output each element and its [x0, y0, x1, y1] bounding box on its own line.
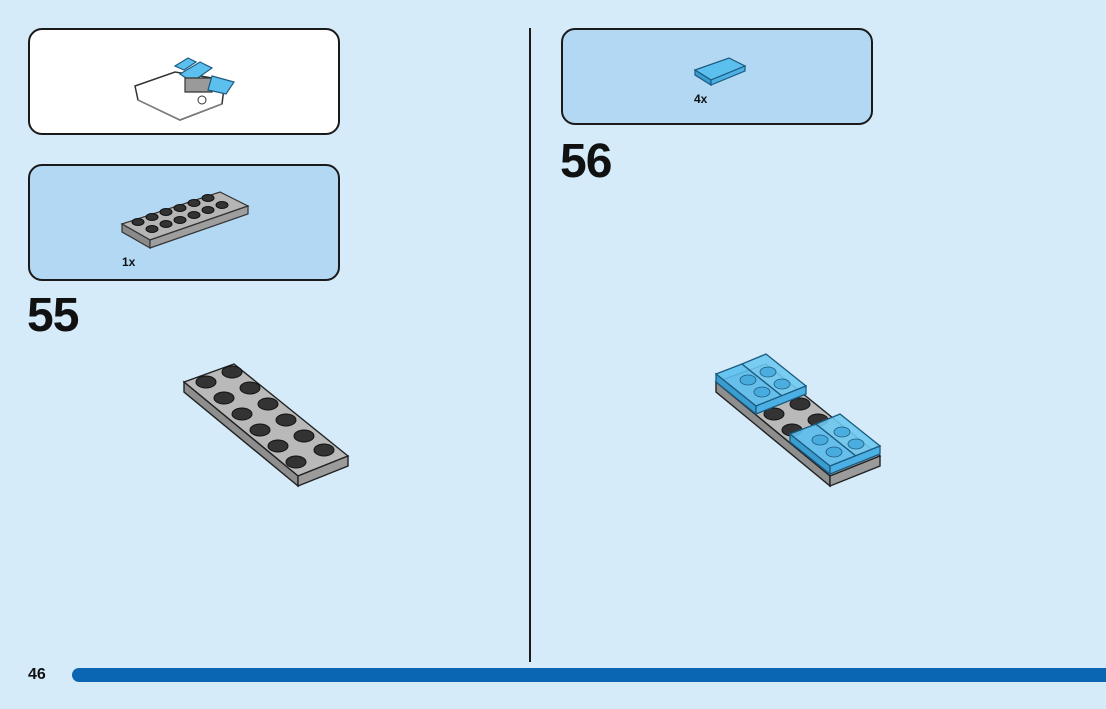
trans-blue-1x2-tile-icon	[693, 57, 747, 87]
part-quantity-label: 4x	[694, 92, 708, 106]
parts-panel-step-55: 1x	[28, 164, 340, 281]
step-55-model-gray-plate	[182, 363, 350, 488]
subassembly-model-icon	[134, 57, 235, 121]
column-divider	[529, 28, 531, 662]
step-number: 55	[27, 289, 79, 342]
page-number: 46	[28, 666, 46, 683]
subassembly-callout	[28, 28, 340, 135]
step-56-model-plate-with-tiles	[714, 353, 882, 488]
part-quantity-label: 1x	[122, 255, 136, 269]
progress-bar	[72, 668, 1106, 682]
gray-2x6-plate-icon	[120, 191, 250, 250]
parts-panel-step-56: 4x	[561, 28, 873, 125]
step-number: 56	[560, 135, 612, 188]
